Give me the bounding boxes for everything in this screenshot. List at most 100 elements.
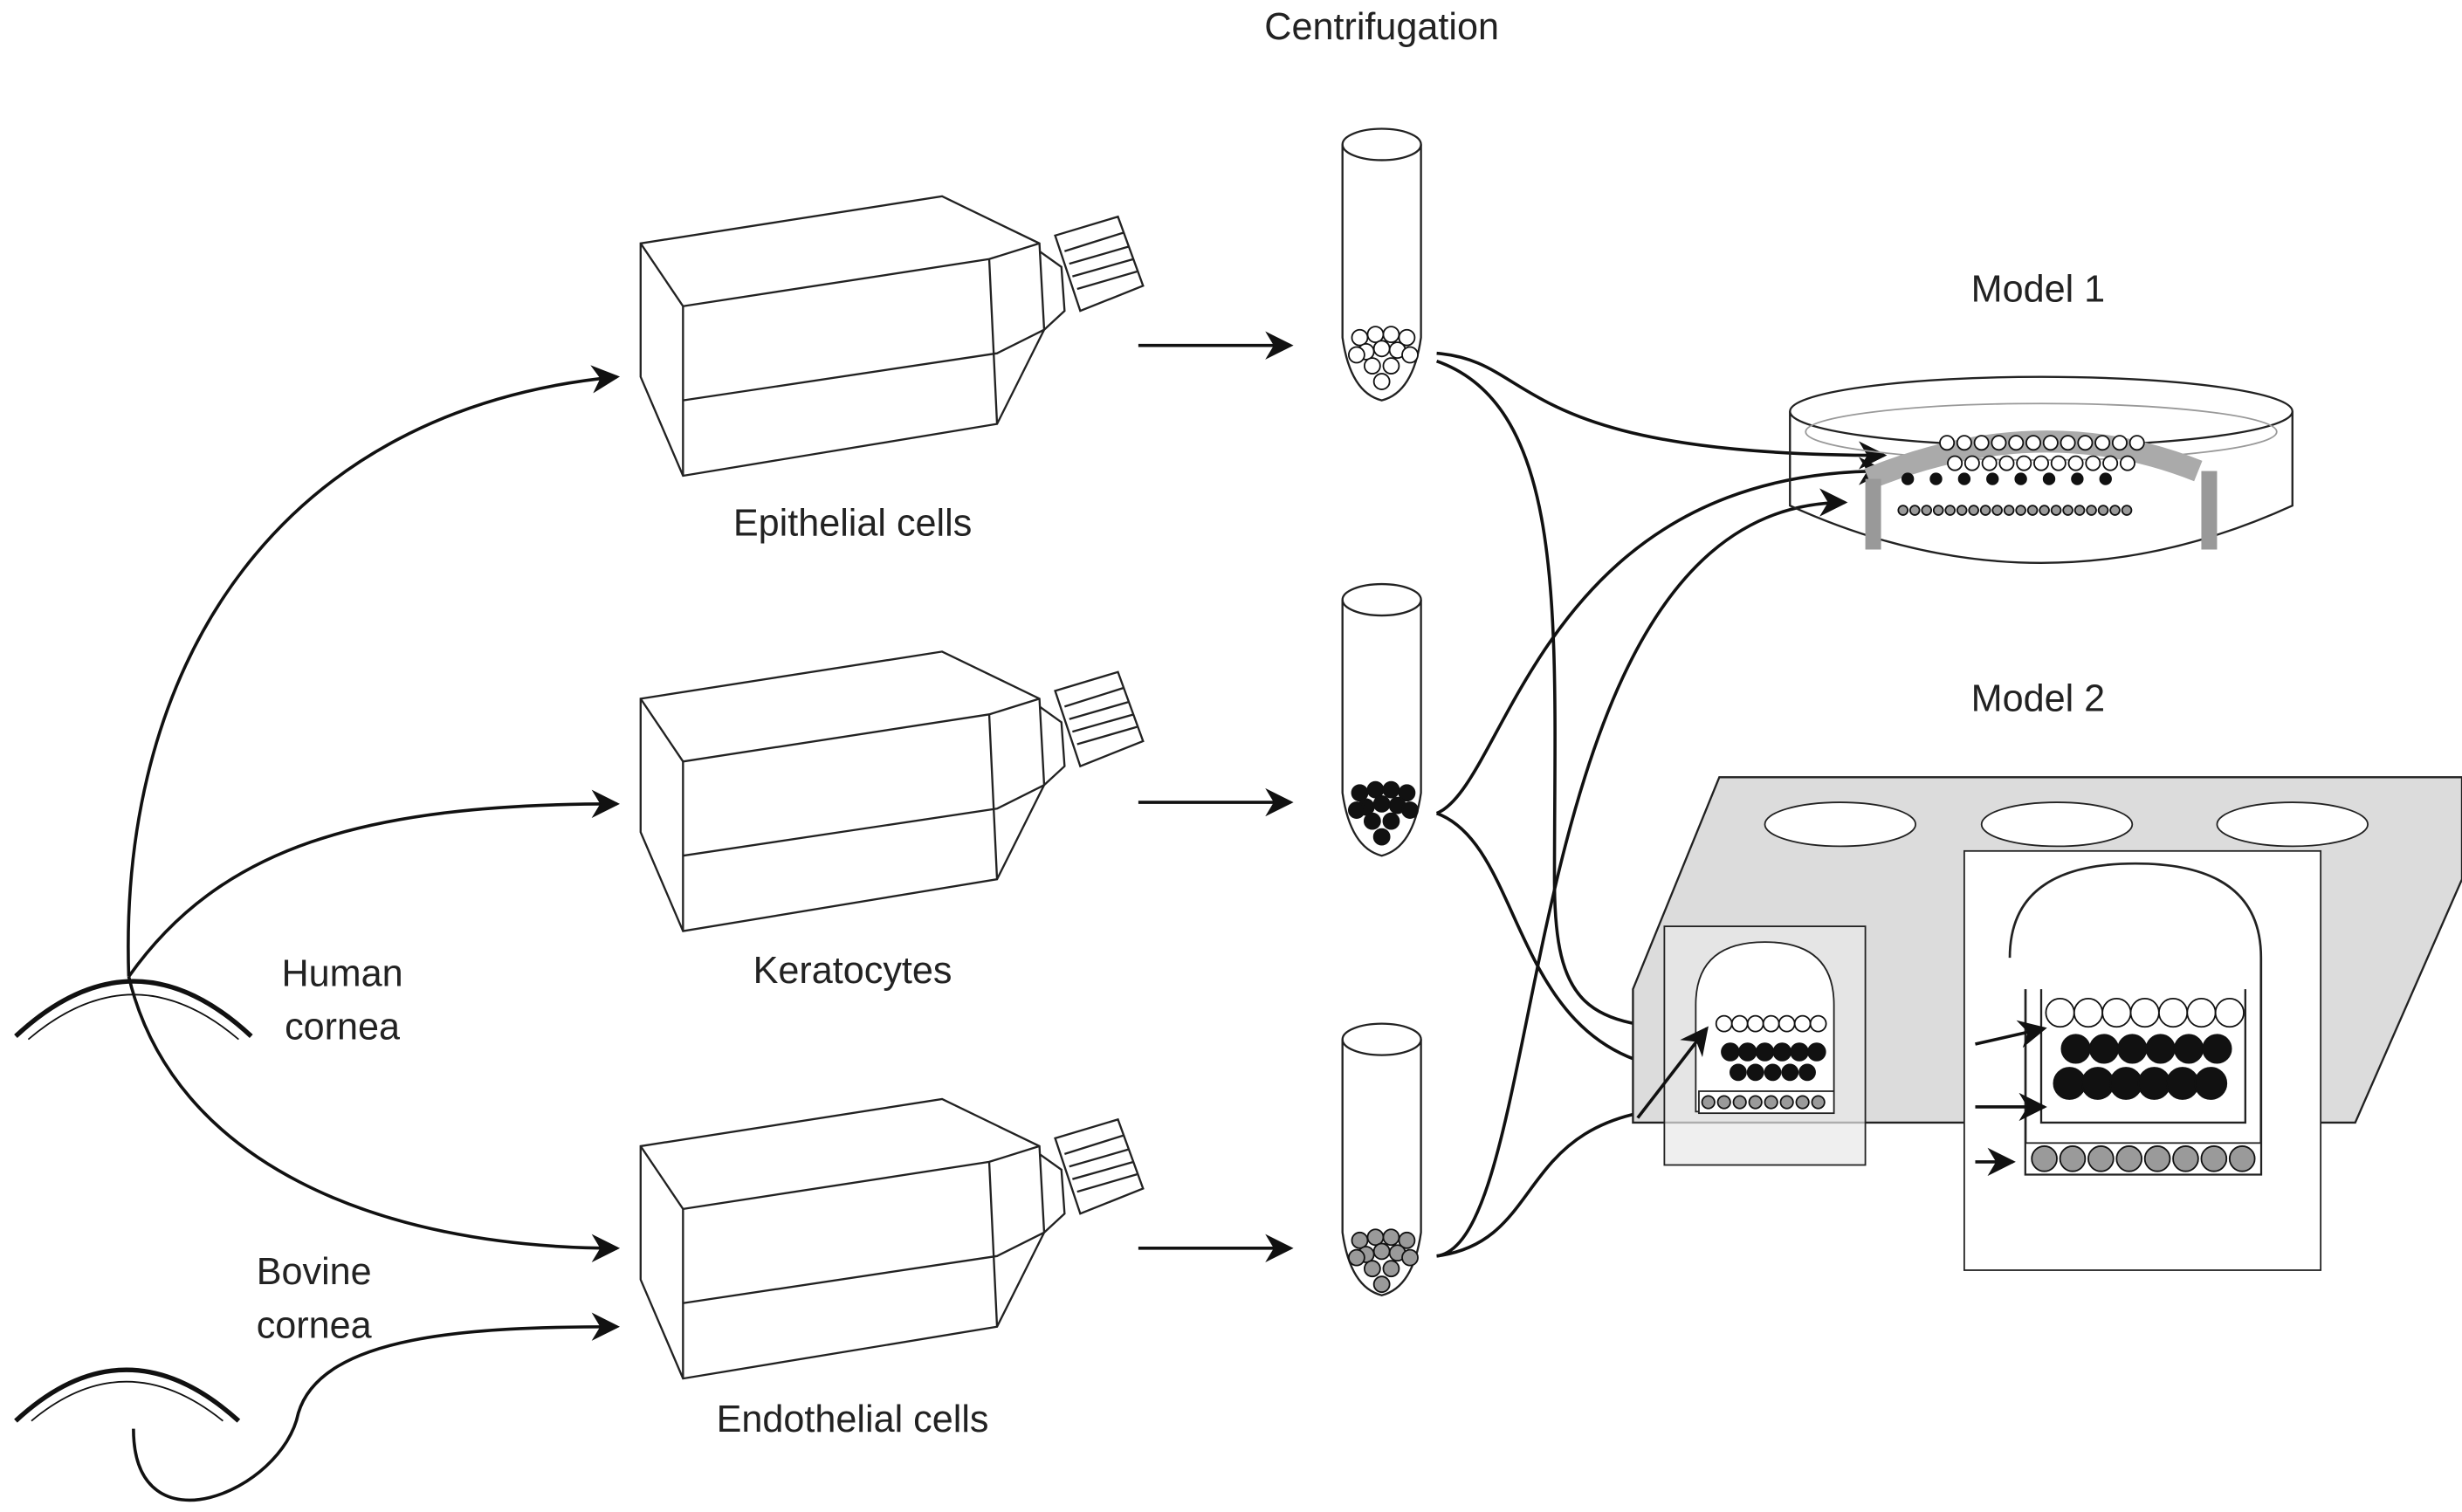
epithelial-cell [2129, 997, 2160, 1028]
endothelial-cell [1366, 1228, 1385, 1247]
endothelial-cell [1347, 1248, 1365, 1267]
bovine-cornea-label-1: Bovine [257, 1251, 372, 1293]
epithelial-cell [2045, 997, 2075, 1028]
endothelial-cell [1764, 1095, 1778, 1110]
endothelial-cell [1956, 505, 1968, 516]
epithelial-cell [2077, 435, 2094, 451]
flask-epithelial-icon [639, 195, 1145, 478]
epithelial-cell [2128, 435, 2145, 451]
keratocyte-cell [2014, 472, 2027, 485]
epithelial-cell [1366, 326, 1385, 344]
epithelial-cell [2067, 455, 2084, 471]
epithelial-cell [1382, 326, 1400, 344]
endothelial-cell [1908, 505, 1921, 516]
epithelial-cell [1981, 455, 1998, 471]
flask-keratocytes-icon [639, 650, 1145, 932]
endothelial-cell [1979, 505, 1991, 516]
keratocyte-cell [1737, 1042, 1757, 1062]
endothelial-cell [1716, 1095, 1731, 1110]
model2-well-plate-icon [1632, 776, 2462, 1271]
endothelial-cell [1795, 1095, 1810, 1110]
endothelial-cell [2109, 505, 2121, 516]
epithelial-cell [2119, 455, 2135, 471]
keratocyte-cell [1764, 1063, 1782, 1082]
endothelial-cell [1401, 1248, 1419, 1267]
keratocyte-cell [1372, 828, 1391, 846]
human-cornea-label-1: Human [282, 952, 403, 994]
keratocyte-cell [2088, 1034, 2120, 1064]
epithelial-cell [2214, 997, 2245, 1028]
endothelial-cell [2121, 505, 2133, 516]
epithelial-cell [1715, 1014, 1733, 1033]
keratocyte-cell [1807, 1042, 1826, 1062]
endothelial-cell [2031, 1145, 2058, 1172]
keratocyte-cell [1730, 1063, 1747, 1082]
keratocyte-cell [2099, 472, 2112, 485]
endothelial-cell [1968, 505, 1979, 516]
arrow-cornea-to-epithelial [127, 365, 621, 977]
epithelial-cell [1762, 1014, 1780, 1033]
keratocyte-cell [1721, 1042, 1740, 1062]
epithelial-cell [1363, 357, 1381, 375]
epithelial-cell [1351, 328, 1369, 347]
endothelial-cell [2115, 1145, 2143, 1172]
keratocyte-cell [1347, 801, 1365, 819]
keratocyte-cell [2042, 472, 2056, 485]
epithelial-cell [1963, 455, 1980, 471]
endothelial-cell [1991, 505, 2003, 516]
endothelial-cell [1897, 505, 1909, 516]
keratocyte-cell [1366, 780, 1385, 799]
endothelial-cell [1701, 1095, 1716, 1110]
endothelial-cell [1363, 1260, 1381, 1278]
epithelial-cell [2033, 455, 2050, 471]
keratocyte-cell [2194, 1067, 2228, 1100]
tube-epithelial-pellet [1347, 326, 1419, 390]
endothelial-cell [1732, 1095, 1747, 1110]
endothelial-cell [1382, 1228, 1400, 1247]
keratocyte-cell [2145, 1034, 2176, 1064]
epithelial-label: Epithelial cells [733, 502, 972, 544]
keratocyte-cell [1401, 801, 1419, 819]
bovine-cornea-icon [14, 1367, 241, 1423]
endothelial-cell [1748, 1095, 1763, 1110]
keratocyte-cell [1957, 472, 1971, 485]
endothelial-cell [1351, 1231, 1369, 1249]
endothelial-cell [2087, 1145, 2115, 1172]
endothelial-cell [2015, 505, 2026, 516]
epithelial-cell [1730, 1014, 1749, 1033]
epithelial-cell [2101, 997, 2132, 1028]
keratocyte-cell [1372, 794, 1391, 813]
keratocyte-cell [1755, 1042, 1775, 1062]
epithelial-cell [1778, 1014, 1796, 1033]
epithelial-cell [1973, 435, 1990, 451]
epithelial-cell [2008, 435, 2025, 451]
endothelial-cell [2172, 1145, 2199, 1172]
keratocyte-cell [2173, 1034, 2204, 1064]
epithelial-cell [1382, 357, 1400, 375]
endothelial-cell [2059, 1145, 2087, 1172]
endothelial-cell [1921, 505, 1933, 516]
endothelial-cell [1932, 505, 1944, 516]
endothelial-cell [1779, 1095, 1794, 1110]
keratocyte-cell [1351, 784, 1369, 802]
endothelial-cell [2062, 505, 2073, 516]
keratocyte-cell [2165, 1067, 2199, 1100]
epithelial-cell [2085, 455, 2101, 471]
endothelial-cell [2228, 1145, 2256, 1172]
endothelial-cell [2026, 505, 2039, 516]
endothelial-cell [2050, 505, 2062, 516]
endothelial-cell [1398, 1231, 1416, 1249]
epithelial-cell [1998, 455, 2015, 471]
arrow-bovine-to-endothelial [132, 1312, 621, 1502]
keratocyte-cell [1781, 1063, 1799, 1082]
epithelial-cell [1939, 435, 1956, 451]
epithelial-cell [1809, 1014, 1827, 1033]
centrifugation-label: Centrifugation [1264, 6, 1499, 48]
keratocyte-cell [2060, 1034, 2091, 1064]
keratocyte-cell [2053, 1067, 2087, 1100]
epithelial-cell [2060, 435, 2076, 451]
epithelial-cell [1956, 435, 1972, 451]
endothelial-cell [1372, 1242, 1391, 1261]
